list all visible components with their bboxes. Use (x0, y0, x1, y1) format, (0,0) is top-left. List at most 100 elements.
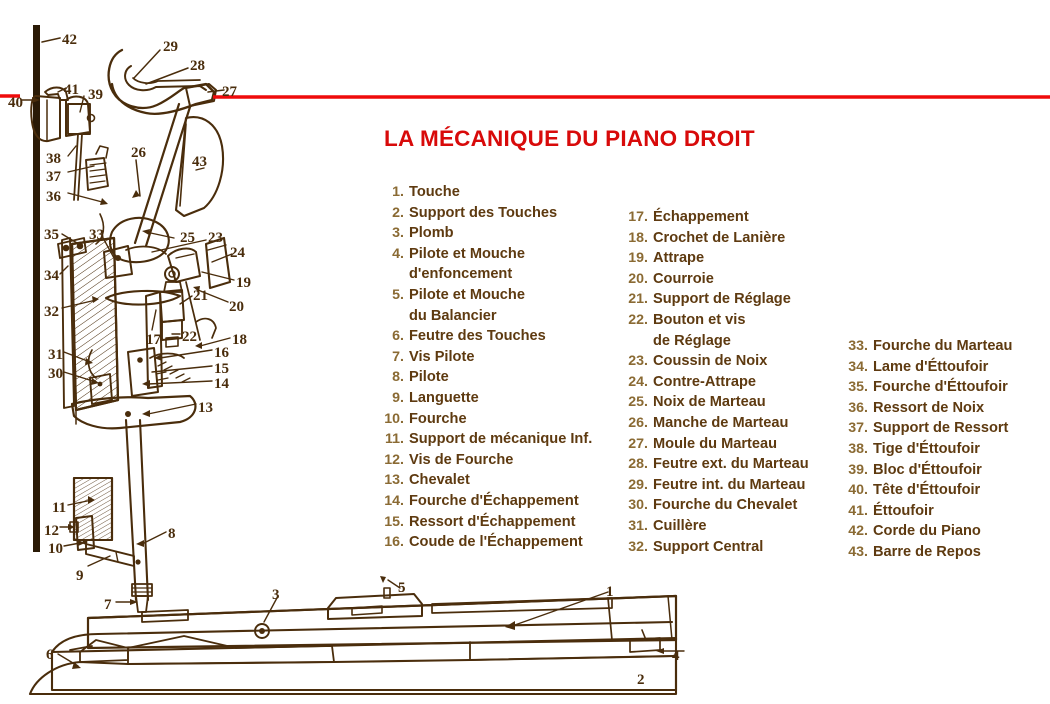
leader-13 (147, 403, 197, 415)
legend-item: 30.Fourche du Chevalet (622, 495, 847, 516)
legend-item: 19.Attrape (622, 248, 847, 269)
legend-item-label: Support des Touches (409, 204, 558, 221)
legend-item-number: 30. (628, 497, 648, 514)
diagram-callout-30: 30 (48, 366, 63, 382)
diagram-callout-36: 36 (46, 189, 61, 205)
hammer-outer-felt (107, 48, 216, 115)
legend-item-number: 36. (848, 399, 868, 416)
leader-34 (59, 265, 69, 275)
leader-29 (133, 49, 161, 79)
legend-item: 42.Corde du Piano (842, 521, 1047, 542)
diagram-callout-10: 10 (48, 541, 63, 557)
escapement-elbow-16 (149, 352, 185, 359)
legend-item-number: 8. (392, 369, 404, 386)
diagram-callout-18: 18 (232, 332, 247, 348)
wippen-13 (70, 394, 197, 430)
legend-item-number: 20. (628, 270, 648, 287)
fork-10 (75, 515, 95, 551)
diagram-callout-8: 8 (168, 526, 176, 542)
leader-41 (57, 87, 67, 93)
diagram-callout-42: 42 (62, 32, 77, 48)
legend-item-number: 29. (628, 476, 648, 493)
leader-38 (67, 145, 77, 157)
legend-item-number: 23. (628, 353, 648, 370)
piano-string-vertical (33, 25, 40, 552)
legend-item-label: Manche de Marteau (653, 414, 789, 431)
legend-item-label: Tête d'Éttoufoir (873, 482, 981, 499)
legend-item-number: 1. (392, 184, 404, 200)
diagram-callout-37: 37 (46, 169, 61, 185)
legend-item-number: 6. (392, 328, 404, 345)
legend-item-label: Vis Pilote (409, 348, 475, 365)
legend-item-number: 41. (848, 502, 868, 519)
legend-item: 27.Moule du Marteau (622, 434, 847, 455)
leader-35 (61, 233, 83, 247)
legend-item-number: 28. (628, 456, 648, 473)
legend-item-label: Bloc d'Éttoufoir (873, 461, 982, 478)
leader-17 (151, 309, 157, 331)
butt-cushion-23 (125, 245, 167, 255)
diagram-callout-11: 11 (52, 500, 67, 516)
diagram-callout-6: 6 (46, 647, 54, 663)
legend-item-label: Tige d'Éttoufoir (873, 440, 980, 457)
leader-5 (387, 579, 401, 589)
diagram-callout-43: 43 (192, 154, 207, 170)
legend-item-label: Lame d'Éttoufoir (873, 358, 989, 375)
key-felt-6 (69, 645, 93, 651)
leader-43 (195, 167, 205, 171)
leader-27 (207, 89, 225, 93)
leader-28 (145, 67, 189, 85)
regulating-button-22 (161, 319, 183, 341)
legend-item: 22.Bouton et vis de Réglage (622, 310, 847, 351)
diagram-callout-40: 40 (8, 95, 23, 111)
leader-16 (159, 349, 213, 359)
legend-item-number: 4. (392, 245, 404, 262)
legend-item: 28.Feutre ext. du Marteau (622, 454, 847, 475)
legend-item-label: Moule du Marteau (653, 435, 778, 452)
legend-item: 36. Ressort de Noix (842, 398, 1047, 419)
legend-item: 20.Courroie (622, 269, 847, 290)
damper-block-39 (65, 95, 91, 137)
pilot-rod-8b (138, 418, 150, 602)
legend-item-number: 15. (384, 513, 404, 530)
legend-item: 8.Pilote (378, 367, 613, 388)
legend-item: 38.Tige d'Éttoufoir (842, 439, 1047, 460)
legend-item: 26. Manche de Marteau (622, 413, 847, 434)
diagram-callout-4: 4 (672, 648, 680, 664)
legend-item-label: Ressort de Noix (873, 399, 985, 416)
leader-39 (79, 95, 85, 113)
legend-item-label: Vis de Fourche (409, 451, 514, 468)
leader-24 (211, 253, 233, 263)
diagram-callout-27: 27 (222, 84, 237, 100)
legend-item-number: 34. (848, 358, 868, 375)
leader-21 (179, 295, 193, 305)
legend-item-number: 25. (628, 394, 648, 411)
diagram-callout-26: 26 (131, 145, 146, 161)
legend-item-label: Cuillère (653, 517, 707, 534)
leader-37 (67, 165, 95, 173)
legend-item-number: 19. (628, 250, 648, 267)
diagram-callout-5: 5 (398, 580, 406, 596)
legend-item-label: Coude de l'Échappement (409, 534, 583, 551)
escapement-spring-15 (157, 361, 191, 383)
legend-item-number: 26. (628, 414, 648, 431)
legend-item: 9.Languette (378, 388, 613, 409)
hammer-butt-25 (108, 216, 170, 264)
diagram-callout-39: 39 (88, 87, 103, 103)
legend-item: 41. Éttoufoir (842, 501, 1047, 522)
diagram-callout-28: 28 (190, 58, 205, 74)
bridge-fork-30 (89, 373, 113, 405)
legend-item: 37.Support de Ressort (842, 418, 1047, 439)
diagram-callout-41: 41 (64, 82, 79, 98)
regulating-support-21 (159, 289, 185, 323)
balancier-pilot-5 (327, 593, 423, 620)
legend-item-number: 32. (628, 538, 648, 555)
spring-support-37 (85, 157, 109, 191)
escapement-fork-14 (127, 347, 159, 397)
legend-item: 23.Coussin de Noix (622, 351, 847, 372)
legend-item-label: Éttoufoir (873, 502, 934, 519)
damper-fork-35 (57, 237, 87, 259)
legend-item: 4.Pilote et Mouche d'enfoncement (378, 244, 613, 285)
legend-item: 32.Support Central (622, 537, 847, 558)
diagram-callout-34: 34 (44, 268, 59, 284)
